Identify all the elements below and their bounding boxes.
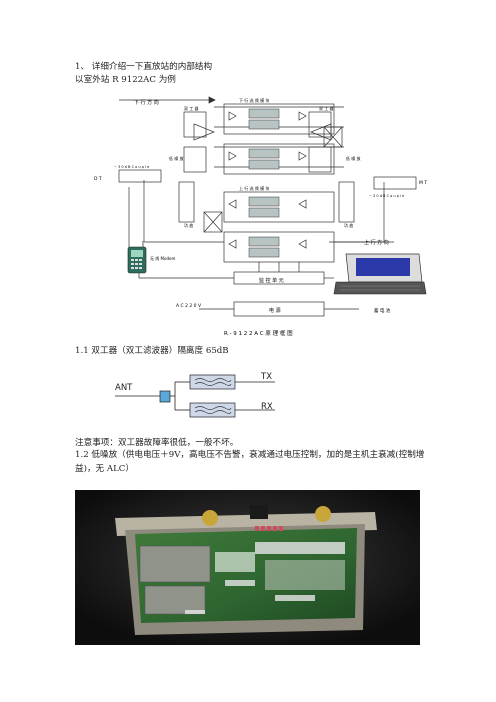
rx-filter-icon bbox=[189, 402, 236, 418]
uplink-freq-module-label: 上 行 选 频 模 块 bbox=[239, 185, 269, 191]
coupler-right-label: ~ 3 0 d B C o u p l e bbox=[369, 194, 404, 198]
modem-label: 无 线 Modem bbox=[150, 255, 175, 261]
pa-left-label: 功 放 bbox=[184, 222, 193, 228]
ant-label: ANT bbox=[115, 383, 133, 393]
power-input-label: A C 2 2 0 V bbox=[176, 303, 202, 309]
rx-label: RX bbox=[261, 402, 273, 412]
duplexer-diagram: ANT TX RX bbox=[115, 372, 275, 418]
laptop-icon bbox=[333, 253, 427, 295]
downlink-freq-module-label: 下 行 选 频 模 块 bbox=[239, 97, 269, 103]
section-1-1-title: 1.1 双工器（双工滤波器）隔离度 65dB bbox=[75, 346, 229, 356]
section-heading: 1、 详细介绍一下直放站的内部结构 bbox=[75, 62, 213, 72]
wireless-modem-icon bbox=[127, 241, 147, 274]
diagram-caption: R - 9 1 2 2 A C 原 理 框 图 bbox=[224, 329, 293, 337]
circulator-icon bbox=[159, 390, 171, 403]
coupler-left-label: ~ 3 0 d B C o u p l e bbox=[114, 165, 149, 169]
monitor-unit-label: 监 控 单 元 bbox=[259, 277, 284, 284]
port-right-label: M T bbox=[419, 180, 427, 186]
lna-left-label: 低 噪 放 bbox=[169, 155, 184, 161]
note-text: 注意事项：双工器故障率很低，一般不坏。 bbox=[75, 438, 239, 448]
port-left-label: D T bbox=[94, 176, 102, 182]
example-subheading: 以室外站 R 9122AC 为例 bbox=[75, 75, 176, 85]
tx-filter-icon bbox=[189, 374, 236, 390]
duplexer-right-label: 双 工 器 bbox=[319, 106, 334, 111]
power-unit-label: 电 源 bbox=[269, 307, 281, 314]
block-diagram: 下 行 方 向 上 行 方 向 低 噪 放 低 噪 放 双 工 器 双 工 器 … bbox=[94, 96, 427, 337]
uplink-label: 上 行 方 向 bbox=[364, 239, 389, 246]
lna-board-photo bbox=[75, 490, 420, 645]
battery-label: 蓄 电 池 bbox=[374, 307, 391, 314]
pa-right-label: 功 放 bbox=[344, 222, 353, 228]
lna-right-label: 低 噪 放 bbox=[346, 155, 361, 161]
section-1-2-text: 1.2 低噪放（供电电压＋9V，高电压不告警，衰减通过电压控制，加的是主机主衰减… bbox=[75, 450, 425, 474]
downlink-label: 下 行 方 向 bbox=[134, 99, 159, 106]
duplexer-left-label: 双 工 器 bbox=[184, 106, 199, 111]
tx-label: TX bbox=[260, 372, 272, 382]
